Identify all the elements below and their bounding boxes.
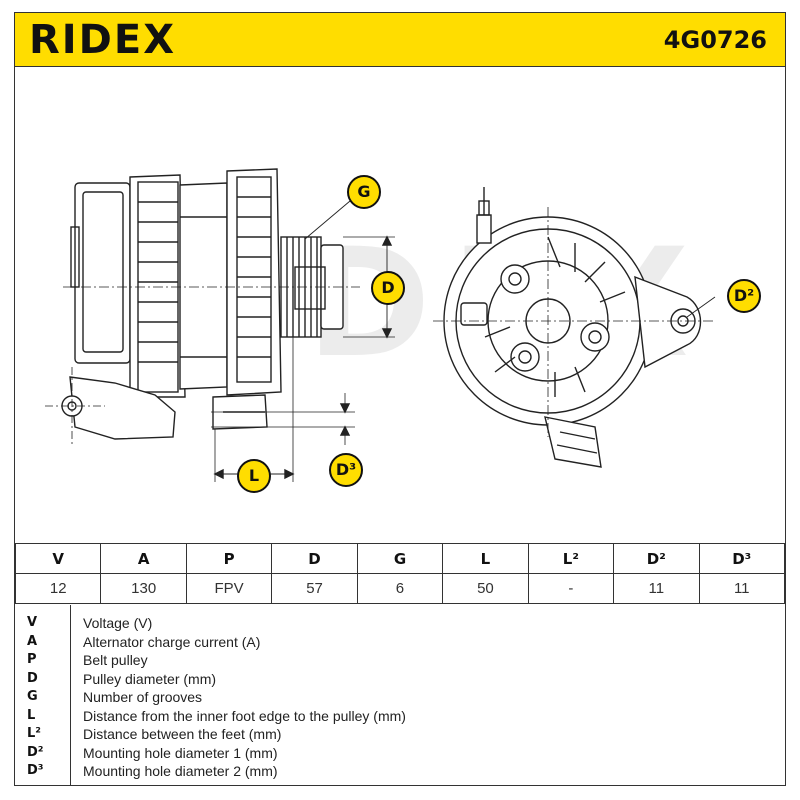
- legend-description: Pulley diameter (mm): [83, 670, 217, 687]
- spec-value: 6: [356, 573, 444, 604]
- legend-item: L² Distance between the feet (mm): [15, 726, 785, 744]
- legend-item: D³ Mounting hole diameter 2 (mm): [15, 763, 785, 781]
- callout-d: D: [371, 271, 405, 305]
- legend-item: P Belt pulley: [15, 652, 785, 670]
- spec-header: L²: [527, 543, 615, 574]
- spec-value: FPV: [185, 573, 273, 604]
- legend-item: D² Mounting hole diameter 1 (mm): [15, 745, 785, 763]
- spec-header-row: V A P D G L L² D² D³: [14, 543, 785, 574]
- spec-header: D²: [613, 543, 700, 574]
- spec-value: 57: [271, 573, 358, 604]
- alternator-side-view: [61, 168, 344, 440]
- spec-header: D: [271, 543, 358, 574]
- spec-value: 11: [698, 573, 785, 604]
- legend-symbol: P: [27, 652, 37, 667]
- technical-drawing: RIDEX: [15, 67, 785, 543]
- callout-l: L: [237, 459, 271, 493]
- legend-item: L Distance from the inner foot edge to th…: [15, 708, 785, 726]
- spec-table: V A P D G L L² D² D³ 12 130 FPV 57 6 50 …: [14, 543, 785, 604]
- legend-item: A Alternator charge current (A): [15, 634, 785, 652]
- spec-header: D³: [698, 543, 785, 574]
- legend-description: Belt pulley: [83, 652, 148, 668]
- spec-value-row: 12 130 FPV 57 6 50 - 11 11: [14, 573, 785, 604]
- legend-symbol: G: [27, 689, 38, 704]
- legend-description: Mounting hole diameter 1 (mm): [83, 744, 278, 761]
- legend-symbol: D³: [27, 763, 44, 778]
- callout-d3: D³: [329, 453, 363, 487]
- legend-description: Number of grooves: [83, 689, 203, 705]
- header-bar: RIDEX 4G0726: [15, 13, 785, 67]
- legend-item: V Voltage (V): [15, 615, 785, 633]
- legend-description: Alternator charge current (A): [83, 633, 261, 650]
- spec-value: -: [527, 573, 615, 604]
- alternator-front-view: [443, 187, 702, 468]
- legend-symbol: V: [27, 615, 38, 630]
- alternator-drawing: [45, 168, 716, 482]
- legend-description: Voltage (V): [83, 615, 153, 631]
- spec-header: L: [442, 543, 529, 574]
- legend-symbol: D: [27, 670, 38, 686]
- legend-symbol: A: [27, 633, 38, 649]
- legend-item: G Number of grooves: [15, 689, 785, 707]
- spec-header: G: [356, 543, 444, 574]
- spec-header: V: [14, 543, 102, 574]
- spec-header: P: [185, 543, 273, 574]
- legend-description: Distance between the feet (mm): [83, 726, 282, 742]
- spec-header: A: [100, 543, 187, 574]
- legend-symbol: L²: [27, 726, 41, 741]
- callout-g: G: [347, 175, 381, 209]
- spec-value: 50: [442, 573, 529, 604]
- legend-divider: [70, 605, 71, 785]
- legend-description: Distance from the inner foot edge to the…: [83, 707, 406, 724]
- legend-description: Mounting hole diameter 2 (mm): [83, 763, 278, 779]
- legend: V Voltage (V) A Alternator charge current …: [15, 605, 785, 785]
- legend-symbol: L: [27, 707, 36, 723]
- callout-d2: D²: [727, 279, 761, 313]
- part-number: 4G0726: [663, 26, 767, 54]
- spec-value: 12: [14, 573, 102, 604]
- product-sheet: RIDEX 4G0726 RIDEX: [14, 12, 786, 786]
- brand-logo: RIDEX: [29, 17, 177, 63]
- spec-value: 130: [100, 573, 187, 604]
- legend-symbol: D²: [27, 744, 44, 760]
- spec-value: 11: [613, 573, 700, 604]
- legend-item: D Pulley diameter (mm): [15, 671, 785, 689]
